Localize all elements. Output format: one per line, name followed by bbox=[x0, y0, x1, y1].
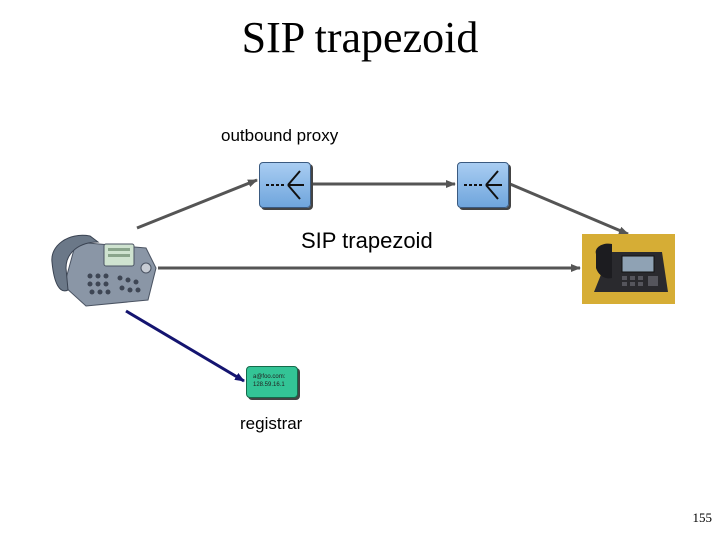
arrow-caller-to-registrar bbox=[125, 309, 245, 383]
slide-title: SIP trapezoid bbox=[241, 13, 479, 62]
arrow-caller-to-outbound-proxy bbox=[136, 178, 258, 230]
proxy-server-icon bbox=[464, 170, 502, 200]
registrar-server[interactable]: a@foo.com: 128.59.16.1 bbox=[246, 366, 298, 398]
registrar-binding-aor: a@foo.com: bbox=[253, 374, 286, 380]
inbound-proxy-server[interactable] bbox=[457, 162, 509, 208]
ip-phone-icon[interactable] bbox=[582, 234, 675, 304]
arrow-proxy-to-callee bbox=[509, 182, 629, 236]
proxy-server-icon bbox=[266, 170, 304, 200]
trapezoid-label: SIP trapezoid bbox=[301, 228, 433, 253]
registrar-label: registrar bbox=[240, 414, 303, 433]
outbound-proxy-server[interactable] bbox=[259, 162, 311, 208]
desk-phone-icon[interactable] bbox=[46, 228, 158, 308]
outbound-proxy-label: outbound proxy bbox=[221, 126, 339, 145]
page-number: 155 bbox=[692, 510, 713, 525]
registrar-binding-ip: 128.59.16.1 bbox=[253, 382, 285, 388]
